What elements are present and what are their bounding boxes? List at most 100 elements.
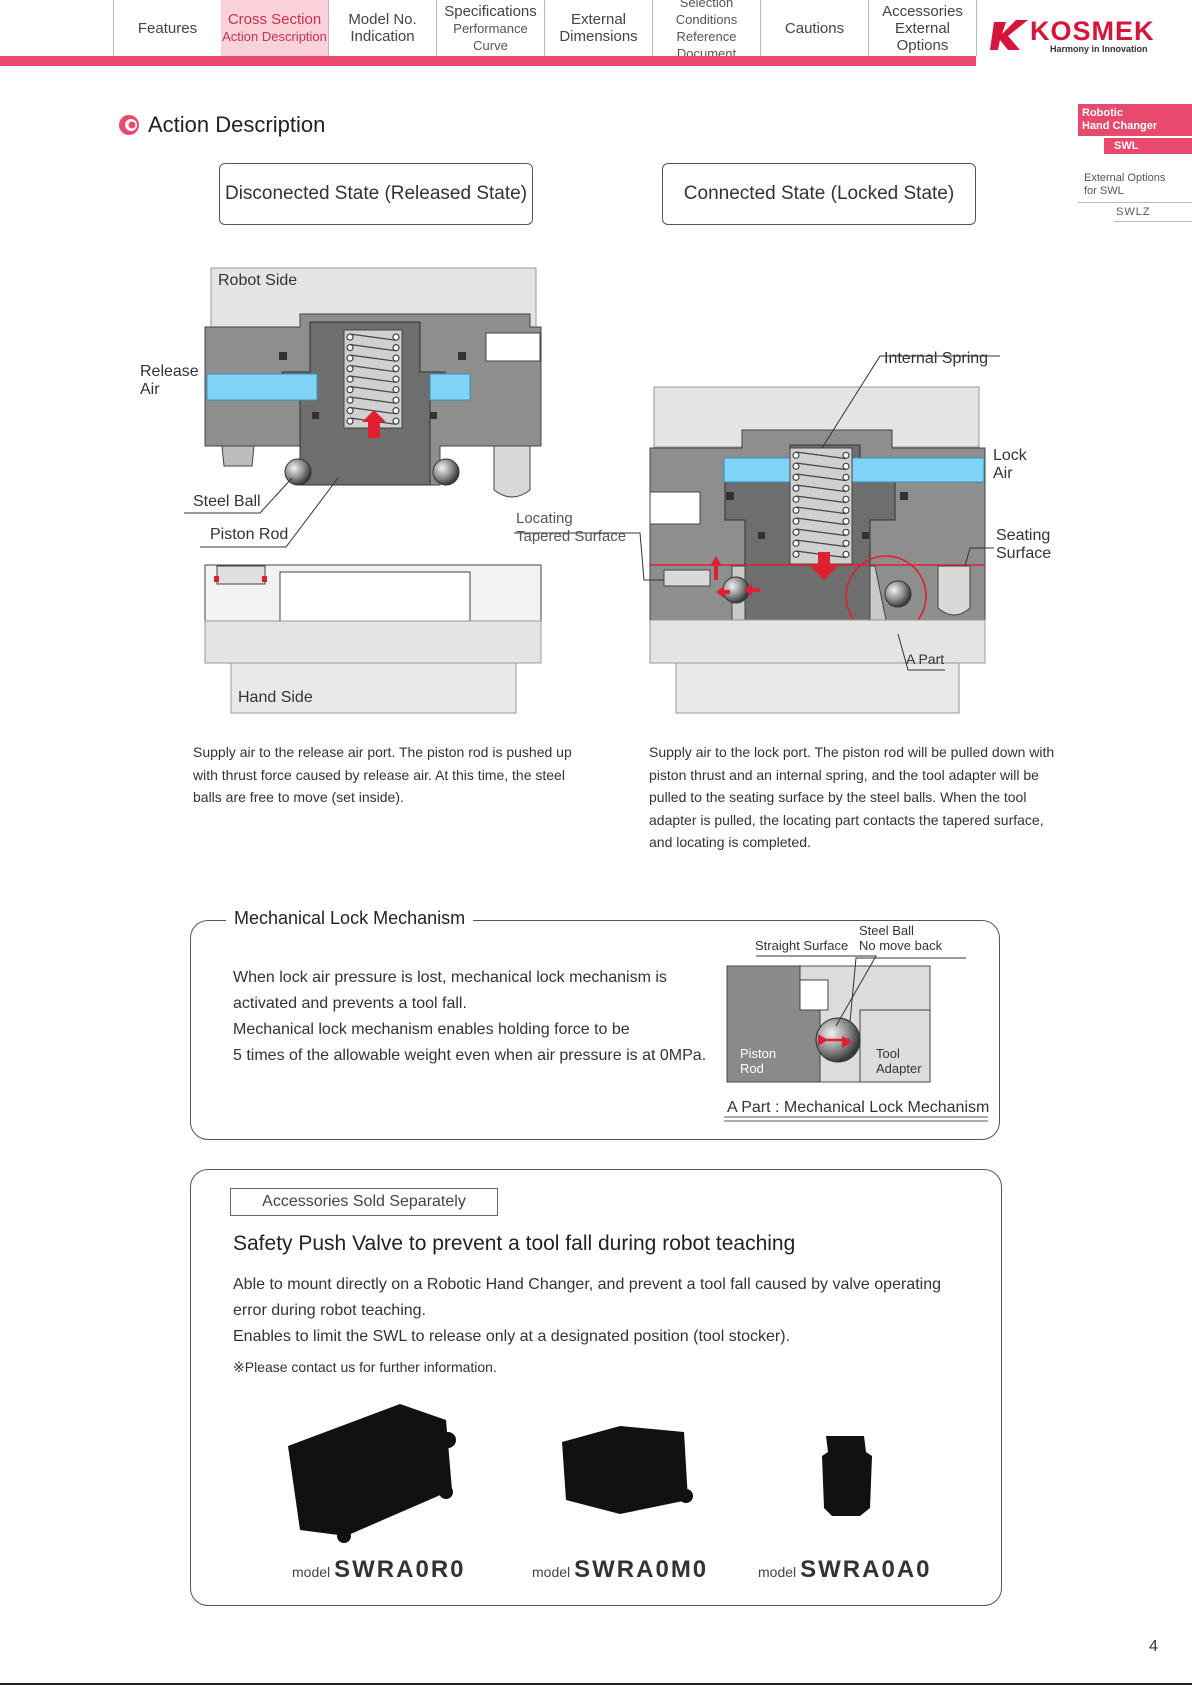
tab-cross-section[interactable]: Cross Section Action Description xyxy=(221,0,329,56)
tab-accessories[interactable]: Accessories External Options xyxy=(869,0,977,56)
piston-rod-label: Piston Rod xyxy=(210,526,289,543)
kosmek-logo-icon xyxy=(990,20,1028,50)
internal-spring-label: Internal Spring xyxy=(884,350,989,367)
side-ext-line1: External Options xyxy=(1084,172,1166,184)
released-desc-line: balls are free to move (set inside). xyxy=(193,789,404,805)
side-item-robotic-hand-changer[interactable]: Robotic Hand Changer xyxy=(1078,104,1192,136)
spring-coil-end xyxy=(842,473,850,481)
model-code: SWRA0M0 xyxy=(574,1556,709,1583)
tab-model-no[interactable]: Model No. Indication xyxy=(329,0,437,56)
spring-coil-end xyxy=(792,517,800,525)
tab-cautions[interactable]: Cautions xyxy=(761,0,869,56)
locked-desc-line: and locating is completed. xyxy=(649,834,811,850)
spring-coil xyxy=(795,473,847,482)
spring-coil-end xyxy=(346,375,354,383)
side-head-line1: Robotic xyxy=(1082,107,1123,119)
tab-sublabel: Dimensions xyxy=(559,28,638,45)
top-nav: Features Cross Section Action Descriptio… xyxy=(0,0,977,61)
tab-label: Cautions xyxy=(784,19,845,37)
side-item-swlz[interactable]: SWLZ xyxy=(1114,203,1192,222)
accessories-line: Enables to limit the SWL to release only… xyxy=(233,1328,791,1345)
spring-coil-end xyxy=(842,495,850,503)
accessories-line: error during robot teaching. xyxy=(233,1302,426,1319)
steel-ball-label: Steel Ball xyxy=(193,493,261,510)
mechanical-line: Mechanical lock mechanism enables holdin… xyxy=(233,1021,630,1038)
spring-coil xyxy=(349,343,397,352)
spring-coil-end xyxy=(842,517,850,525)
spring-coil-end xyxy=(792,539,800,547)
kosmek-logo[interactable]: KOSMEK Harmony in Innovation xyxy=(990,14,1180,54)
tool-adapter-label: Tool Adapter xyxy=(876,1046,922,1076)
spring-coil xyxy=(349,364,397,373)
a-part-label: A Part xyxy=(906,651,945,667)
tab-specifications[interactable]: Specifications Performance Curve xyxy=(437,0,545,56)
straight-surface-label: Straight Surface xyxy=(755,938,849,953)
accessories-line: Able to mount directly on a Robotic Hand… xyxy=(233,1276,941,1293)
spring-coil-end xyxy=(392,365,400,373)
spring-coil-end xyxy=(346,354,354,362)
mechanical-line: activated and prevents a tool fall. xyxy=(233,995,467,1012)
spring-coil-end xyxy=(792,550,800,558)
side-ext-line2: for SWL xyxy=(1084,185,1124,197)
spring-coil-end xyxy=(346,333,354,341)
spring-coil xyxy=(349,385,397,394)
spring-coil xyxy=(795,484,847,493)
tab-external-dimensions[interactable]: External Dimensions xyxy=(545,0,653,56)
steel-ball-no-move-label: Steel Ball No move back xyxy=(859,923,942,953)
locked-desc-line: piston thrust and an internal spring, an… xyxy=(649,766,1039,783)
accessories-note: ※Please contact us for further informati… xyxy=(233,1359,497,1375)
locked-desc-line: adapter is pulled, the locating part con… xyxy=(649,811,1044,828)
release-air-line2: Air xyxy=(140,381,160,398)
locked-state-title: Connected State (Locked State) xyxy=(662,163,976,225)
spring-coil xyxy=(795,462,847,471)
spring-coil-end xyxy=(842,506,850,514)
piston-line1: Piston xyxy=(740,1046,777,1061)
spring-coil-end xyxy=(842,484,850,492)
spring-coil-end xyxy=(346,396,354,404)
spring-coil-end xyxy=(392,417,400,425)
piston-rod-detail-label: Piston Rod xyxy=(740,1046,776,1076)
release-air-label: Release Air xyxy=(140,363,199,399)
tool-line1: Tool xyxy=(876,1046,900,1061)
tab-sublabel: Performance Curve xyxy=(453,20,528,53)
tab-label: Specifications xyxy=(444,2,537,20)
spring-coil-end xyxy=(392,344,400,352)
tab-label: Model No. xyxy=(348,11,417,28)
accessories-box xyxy=(190,1169,1002,1606)
logo-tagline: Harmony in Innovation xyxy=(1050,44,1148,54)
side-item-external-options[interactable]: External Options for SWL xyxy=(1078,168,1192,203)
spring-coil-end xyxy=(346,365,354,373)
section-bullet-icon xyxy=(119,115,139,135)
locating-line1: Locating xyxy=(516,510,573,527)
spring-coil-end xyxy=(392,407,400,415)
seating-line1: Seating xyxy=(996,527,1051,544)
footer-rule xyxy=(0,1683,1192,1685)
side-nav: Robotic Hand Changer SWL External Option… xyxy=(1078,104,1192,222)
side-item-swl[interactable]: SWL xyxy=(1104,138,1192,154)
mechanical-lock-box xyxy=(190,920,1000,1140)
tab-label: Accessories xyxy=(882,2,963,20)
tab-label: Selection Conditions xyxy=(675,0,738,27)
spring-coil-end xyxy=(392,396,400,404)
spring-coil xyxy=(349,333,397,341)
spring-coil xyxy=(795,495,847,504)
model-prefix: model xyxy=(532,1564,571,1580)
spring-coil-end xyxy=(792,528,800,536)
tab-sublabel: External Options xyxy=(894,19,951,54)
spring-coil xyxy=(795,528,847,537)
logo-wordmark: KOSMEK xyxy=(1030,16,1155,46)
spring-coil xyxy=(795,506,847,515)
spring-coil-end xyxy=(792,484,800,492)
locating-line2: Tapered Surface xyxy=(516,528,627,545)
spring-coil-end xyxy=(792,506,800,514)
side-head-line2: Hand Changer xyxy=(1082,120,1158,132)
page-number: 4 xyxy=(1149,1638,1158,1655)
swra0m0-product-image xyxy=(562,1426,693,1514)
spring-coil-end xyxy=(842,451,850,459)
spring-coil-end xyxy=(346,407,354,415)
